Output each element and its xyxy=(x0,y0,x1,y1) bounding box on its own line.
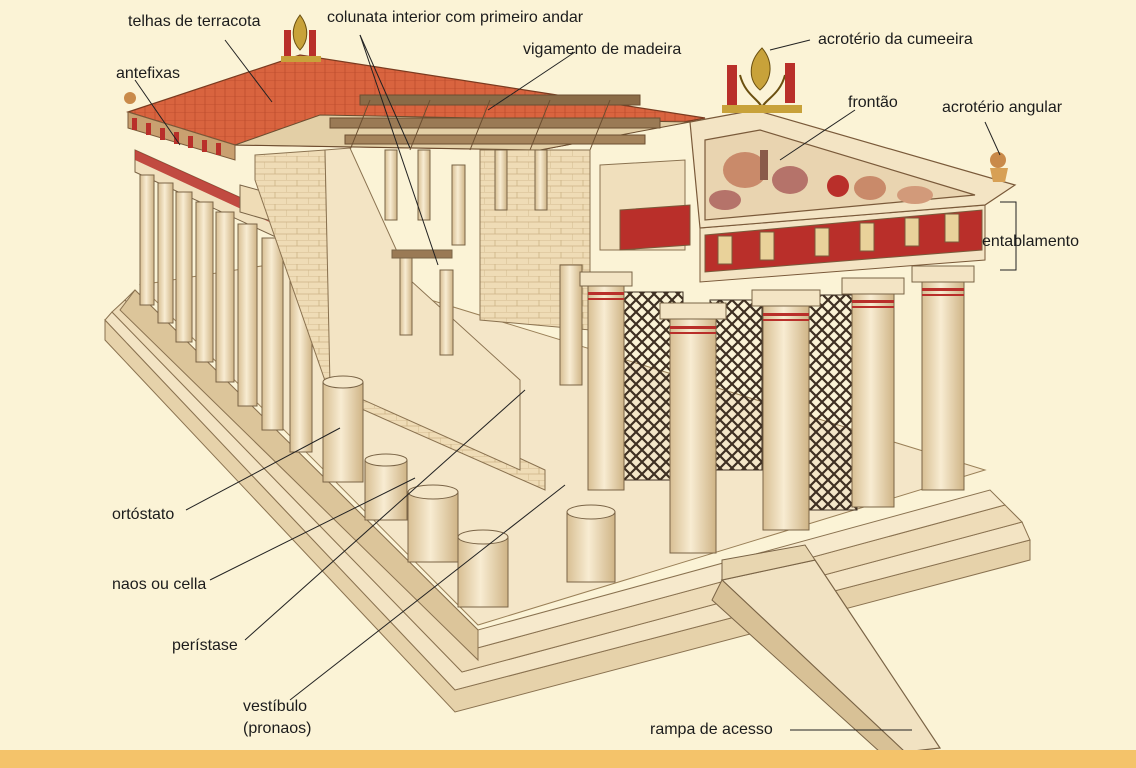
inner-column xyxy=(559,264,583,386)
label-pronaos: (pronaos) xyxy=(243,720,312,737)
bottom-band xyxy=(0,750,1136,768)
label-peristasis: perístase xyxy=(172,637,238,654)
label-corner-acroterion: acrotério angular xyxy=(942,99,1063,116)
label-orthostat: ortóstato xyxy=(112,506,175,523)
access-ramp xyxy=(711,544,942,753)
label-antefixes: antefixas xyxy=(116,65,181,82)
rear-acroterion xyxy=(281,14,321,62)
front-colonnade xyxy=(579,265,975,554)
label-interior-colonnade: colunata interior com primeiro andar xyxy=(327,9,584,26)
side-colonnade xyxy=(139,174,313,453)
label-ridge-acroterion: acrotério da cumeeira xyxy=(818,31,973,48)
label-terracotta-tiles: telhas de terracota xyxy=(128,13,261,30)
leader-lines xyxy=(134,34,1017,731)
label-access-ramp: rampa de acesso xyxy=(650,721,773,738)
label-naos: naos ou cella xyxy=(112,576,207,593)
corner-acroterion xyxy=(990,152,1008,182)
pediment xyxy=(689,109,1017,229)
label-timber-framing: vigamento de madeira xyxy=(523,41,682,58)
ridge-acroterion xyxy=(722,47,802,113)
cella-walls xyxy=(254,147,686,491)
left-corner-acroterion xyxy=(124,92,136,104)
label-vestibule: vestíbulo xyxy=(243,698,308,715)
label-pediment: frontão xyxy=(848,94,898,111)
timber-framing xyxy=(234,94,691,151)
front-entablature xyxy=(619,204,986,283)
interior-colonnade xyxy=(384,149,548,356)
front-gates xyxy=(622,291,858,511)
column-stumps xyxy=(322,375,616,608)
label-entablature: entablamento xyxy=(982,233,1079,250)
